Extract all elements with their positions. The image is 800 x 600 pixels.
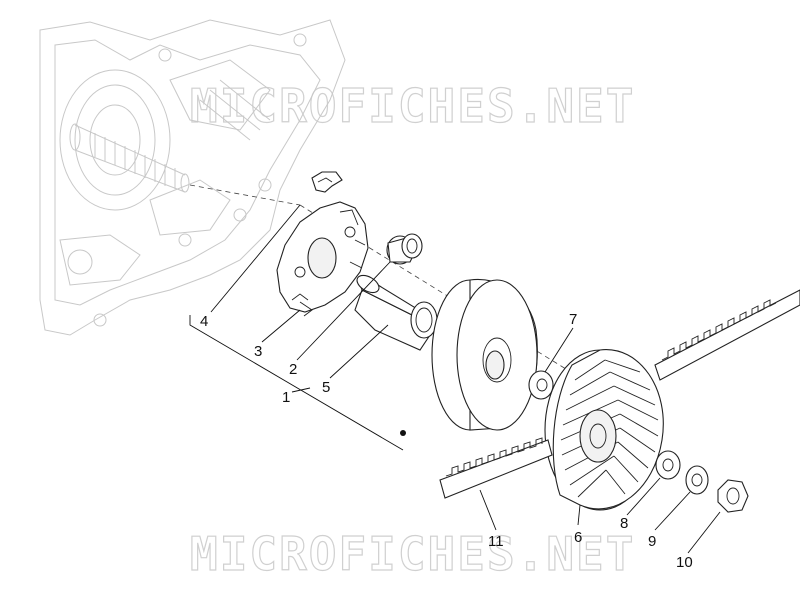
part-label-9: 9 <box>648 533 656 550</box>
part-label-2: 2 <box>289 361 297 378</box>
part-1-movable-pulley <box>400 278 538 436</box>
assembly-axis <box>189 184 601 391</box>
watermark-bottom: MICROFICHES.NET <box>190 527 635 581</box>
part-11-drive-belt <box>439 437 553 499</box>
part-label-8: 8 <box>620 515 628 532</box>
part-label-1: 1 <box>282 389 290 406</box>
part-8-washer <box>655 450 681 480</box>
assembly-bracket <box>189 315 404 451</box>
part-5-sleeve <box>354 274 438 351</box>
part-10-nut <box>717 479 749 513</box>
part-2-bushing <box>386 233 423 265</box>
part-4-clip <box>311 171 343 193</box>
part-label-4: 4 <box>200 313 208 330</box>
part-3-ramp-plate <box>276 201 369 317</box>
part-label-10: 10 <box>676 554 693 571</box>
part-label-7: 7 <box>569 311 577 328</box>
part-label-5: 5 <box>322 379 330 396</box>
crankcase-ghost <box>39 19 346 336</box>
part-label-3: 3 <box>254 343 262 360</box>
part-6-fan-pulley <box>544 349 664 511</box>
part-9-washer <box>685 465 709 495</box>
part-label-6: 6 <box>574 529 582 546</box>
leader-lines <box>210 204 721 554</box>
part-label-11: 11 <box>488 533 504 550</box>
drive-belt-upper <box>654 289 800 381</box>
part-labels: 4 3 2 5 1 7 6 8 9 10 11 <box>200 311 693 571</box>
watermark-top: MICROFICHES.NET <box>190 79 635 133</box>
part-7-washer <box>528 370 554 400</box>
